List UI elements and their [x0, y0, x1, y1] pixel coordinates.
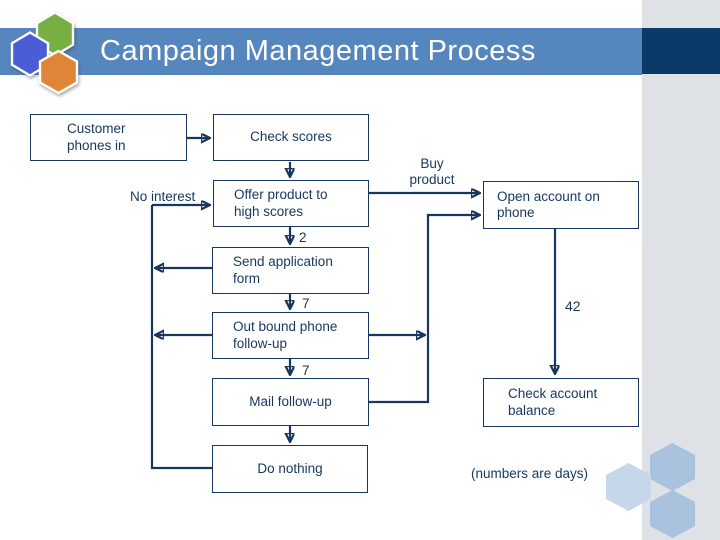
- flow-box-do-nothing: Do nothing: [212, 445, 368, 493]
- flow-box-customer-phones-in: Customer phones in: [30, 114, 187, 161]
- header-navy-block: [642, 28, 720, 74]
- flow-box-send-application: Send application form: [212, 247, 369, 294]
- flow-box-label: Do nothing: [257, 460, 323, 476]
- line-no-interest-return: [150, 205, 212, 470]
- line-mail-to-openaccount: [369, 215, 479, 404]
- edge-label-days-2: 2: [299, 230, 307, 245]
- flow-box-label: Check scores: [250, 129, 332, 145]
- flow-box-label: Open account on phone: [497, 188, 600, 221]
- logo-hex-orange-icon: [38, 49, 79, 95]
- edge-label-days-7a: 7: [302, 296, 310, 311]
- footnote-numbers-are-days: (numbers are days): [471, 466, 589, 481]
- flow-box-check-scores: Check scores: [213, 114, 369, 161]
- flow-box-offer-product: Offer product to high scores: [213, 180, 369, 227]
- flow-box-check-balance: Check account balance: [483, 378, 639, 427]
- flow-box-label: Out bound phone follow-up: [233, 319, 338, 351]
- flow-box-open-account: Open account on phone: [483, 181, 639, 229]
- slide-title: Campaign Management Process: [100, 35, 536, 67]
- slide-title-bar: Campaign Management Process: [0, 28, 642, 75]
- deco-hexagon-icon: [606, 463, 651, 511]
- flow-box-mail-followup: Mail follow-up: [212, 378, 369, 426]
- edge-label-days-7b: 7: [302, 363, 310, 378]
- flow-box-label: Mail follow-up: [249, 393, 332, 409]
- deco-hexagon-icon: [650, 490, 695, 538]
- hexagon-logo-icon: [10, 11, 79, 95]
- flow-box-label: Send application form: [233, 254, 333, 286]
- edge-label-days-42: 42: [565, 298, 581, 314]
- flow-box-label: Check account balance: [508, 386, 598, 418]
- edge-label-buy-product: Buy product: [409, 156, 455, 187]
- deco-hexagon-icon: [650, 443, 695, 491]
- edge-label-no-interest: No interest: [130, 189, 196, 204]
- flow-box-label: Offer product to high scores: [234, 187, 328, 219]
- flow-box-label: Customer phones in: [67, 121, 126, 153]
- flow-box-outbound-followup: Out bound phone follow-up: [212, 312, 369, 359]
